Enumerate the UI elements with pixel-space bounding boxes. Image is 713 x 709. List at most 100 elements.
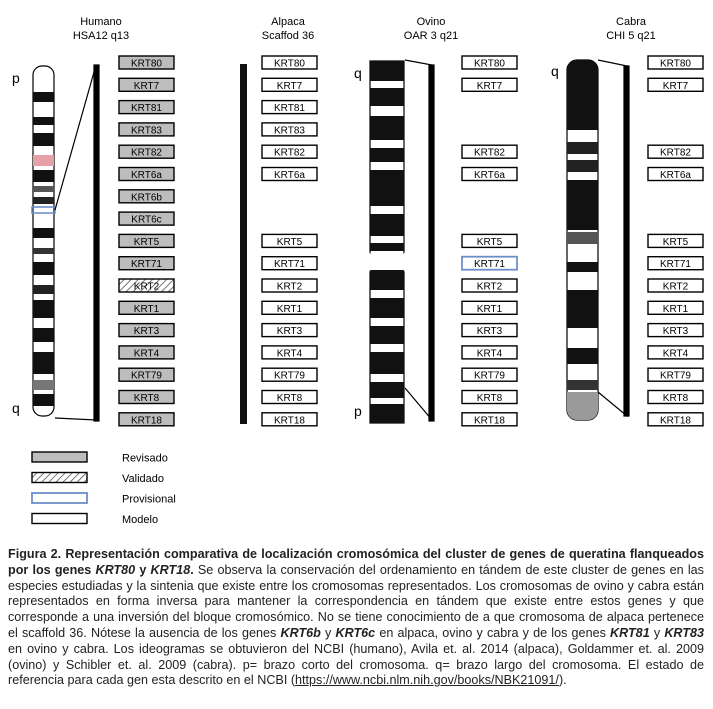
legend-swatch	[31, 451, 88, 463]
legend-swatch	[31, 512, 88, 525]
gene-label: KRT6a	[660, 170, 691, 181]
legend-label: Validado	[122, 473, 164, 485]
species-chrom-alpaca: Scaffod 36	[262, 30, 314, 42]
gene-box	[118, 166, 175, 182]
gene-label: KRT71	[474, 259, 505, 270]
gene-label: KRT8	[663, 393, 689, 404]
arm-label-goat-top: q	[551, 63, 559, 79]
gene-box	[118, 55, 175, 70]
gene-box	[118, 345, 175, 360]
gene-label: KRT82	[474, 148, 505, 159]
gene-label: KRT4	[134, 348, 160, 359]
alpaca-gene-krt18: KRT18	[261, 412, 318, 427]
gene-label: KRT2	[277, 282, 303, 293]
gene-box	[118, 189, 175, 204]
arm-label-sheep-bottom: p	[354, 403, 362, 419]
gene-box	[118, 322, 175, 338]
gene-box	[461, 166, 518, 182]
human-gene-krt6c: KRT6c	[118, 211, 175, 226]
gene-box	[118, 144, 175, 159]
sheep-gene-krt4: KRT4	[461, 345, 518, 360]
sheep-gene-column: KRT80KRT7KRT82KRT6aKRT5KRT71KRT2KRT1KRT3…	[461, 55, 518, 427]
ncbi-reference-link[interactable]: https://www.ncbi.nlm.nih.gov/books/NBK21…	[295, 673, 559, 688]
goat-gene-krt79: KRT79	[647, 367, 704, 382]
gene-label: KRT1	[477, 304, 503, 315]
gene-label: KRT71	[274, 259, 305, 270]
gene-label: KRT81	[274, 103, 305, 114]
goat-gene-krt82: KRT82	[647, 144, 704, 159]
gene-box	[261, 389, 318, 405]
gene-box	[461, 255, 518, 271]
sheep-gene-krt1: KRT1	[461, 300, 518, 315]
gene-label: KRT79	[274, 371, 305, 382]
human-gene-krt2: KRT2	[118, 278, 175, 293]
goat-gene-column: KRT80KRT7KRT82KRT6aKRT5KRT71KRT2KRT1KRT3…	[647, 55, 704, 427]
gene-box	[461, 412, 518, 427]
human-gene-krt5: KRT5	[118, 233, 175, 249]
gene-label: KRT7	[477, 81, 503, 92]
goat-gene-krt3: KRT3	[647, 322, 704, 338]
gene-box	[647, 412, 704, 427]
gene-label: KRT80	[131, 59, 162, 70]
goat-gene-krt80: KRT80	[647, 55, 704, 70]
alpaca-gene-krt79: KRT79	[261, 367, 318, 382]
gene-label: KRT6a	[274, 170, 305, 181]
alpaca-gene-krt80: KRT80	[261, 55, 318, 70]
gene-box	[261, 278, 318, 293]
gene-label: KRT1	[134, 304, 160, 315]
human-chromosome-ideogram	[31, 65, 56, 417]
alpaca-gene-krt6a: KRT6a	[261, 166, 318, 182]
gene-label: KRT18	[274, 415, 305, 426]
gene-box	[261, 367, 318, 382]
gene-label: KRT82	[660, 148, 691, 159]
gene-label: KRT4	[477, 348, 503, 359]
gene-box	[118, 256, 175, 271]
alpaca-gene-krt71: KRT71	[261, 256, 318, 271]
human-gene-krt81: KRT81	[118, 99, 175, 115]
gene-box	[118, 367, 175, 382]
gene-label: KRT7	[134, 81, 160, 92]
legend-item-modelo: Modelo	[31, 512, 158, 526]
gene-box	[647, 233, 704, 249]
alpaca-gene-krt1: KRT1	[261, 300, 318, 315]
legend-label: Revisado	[122, 453, 168, 465]
gene-box	[647, 345, 704, 360]
gene-label: KRT5	[277, 237, 303, 248]
legend-label: Provisional	[122, 494, 176, 506]
human-gene-krt6b: KRT6b	[118, 189, 175, 204]
alpaca-gene-krt83: KRT83	[261, 122, 318, 137]
chromosome-comparison-figure: Humano HSA12 q13 Alpaca Scaffod 36 Ovino…	[12, 16, 704, 526]
gene-box	[461, 278, 518, 293]
goat-gene-krt8: KRT8	[647, 389, 704, 405]
gene-box	[647, 256, 704, 271]
goat-gene-krt2: KRT2	[647, 278, 704, 293]
gene-box	[461, 345, 518, 360]
gene-box	[261, 55, 318, 70]
sheep-gene-krt7: KRT7	[461, 77, 518, 93]
gene-box	[461, 322, 518, 338]
human-gene-krt80: KRT80	[118, 55, 175, 70]
human-gene-krt6a: KRT6a	[118, 166, 175, 182]
gene-label: KRT83	[274, 125, 305, 136]
alpaca-scaffold-bar	[240, 64, 247, 424]
goat-gene-krt18: KRT18	[647, 412, 704, 427]
legend-swatch	[31, 492, 88, 504]
gene-box	[461, 389, 518, 405]
gene-box	[647, 367, 704, 382]
legend-item-validado: Validado	[31, 471, 164, 485]
gene-box	[261, 300, 318, 315]
goat-gene-krt7: KRT7	[647, 77, 704, 93]
gene-label: KRT4	[663, 348, 689, 359]
goat-chromosome-ideogram	[566, 59, 599, 421]
gene-box	[647, 278, 704, 293]
gene-box	[261, 99, 318, 115]
gene-label: KRT2	[477, 282, 503, 293]
human-gene-krt79: KRT79	[118, 367, 175, 382]
gene-label: KRT8	[477, 393, 503, 404]
sheep-gene-krt71: KRT71	[461, 255, 518, 271]
gene-label: KRT5	[477, 237, 503, 248]
gene-label: KRT7	[663, 81, 689, 92]
gene-label: KRT82	[274, 148, 305, 159]
sheep-bracket	[404, 59, 435, 422]
gene-box	[261, 77, 318, 93]
